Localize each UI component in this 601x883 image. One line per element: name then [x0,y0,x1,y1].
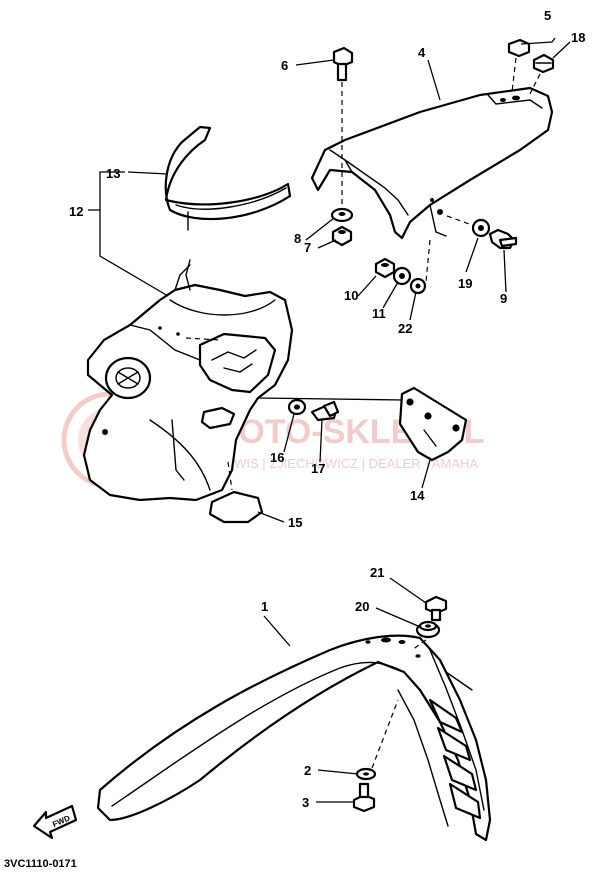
inner-lip [185,259,191,291]
callout-19: 19 [458,276,472,291]
callout-3: 3 [302,795,309,810]
rear-flap-part-4 [310,86,554,240]
callout-17: 17 [311,461,325,476]
callout-4: 4 [418,45,426,60]
callout-16: 16 [270,450,284,465]
callout-13: 13 [106,166,120,181]
bolt-part-3 [352,782,376,813]
washer-part-19 [446,215,491,238]
bolt-part-9 [488,228,518,250]
grommet-part-20 [411,620,441,651]
diagram-code: 3VC1110-0171 [4,858,77,870]
callout-21: 21 [370,565,384,580]
nut-part-10 [374,257,396,279]
callout-14: 14 [410,488,425,503]
washer-part-16 [287,398,307,416]
grommet-part-18 [529,53,555,95]
callout-1: 1 [261,599,268,614]
callout-2: 2 [304,763,311,778]
grommet-part-5 [507,38,531,93]
collar-part-22 [409,239,431,295]
leader-lines [88,37,571,803]
callout-8: 8 [294,231,301,246]
callout-15: 15 [288,515,302,530]
callout-18: 18 [571,30,585,45]
headlight-body-part-12 [82,264,406,502]
callout-7: 7 [304,240,311,255]
callouts: 1 2 3 4 5 6 7 8 9 10 11 12 13 14 15 16 1… [69,8,585,810]
callout-22: 22 [398,321,412,336]
nut-part-7 [331,225,353,247]
callout-5: 5 [544,8,551,23]
bolt-part-6 [332,46,354,205]
front-fender-part-1 [96,634,492,842]
washer-part-11 [392,266,412,286]
rubber-cap-part-15 [208,461,264,524]
headlight-band-part-13 [164,125,292,231]
bolt-part-17 [310,400,340,422]
callout-9: 9 [500,291,507,306]
bolt-part-21 [424,595,448,622]
callout-20: 20 [355,599,369,614]
washer-part-8 [330,207,354,223]
washer-part-2 [355,699,399,781]
callout-10: 10 [344,288,358,303]
callout-11: 11 [372,306,386,321]
forward-arrow-icon: FWD [32,804,78,840]
callout-6: 6 [281,58,288,73]
callout-12: 12 [69,204,83,219]
bracket-part-14 [398,386,468,462]
